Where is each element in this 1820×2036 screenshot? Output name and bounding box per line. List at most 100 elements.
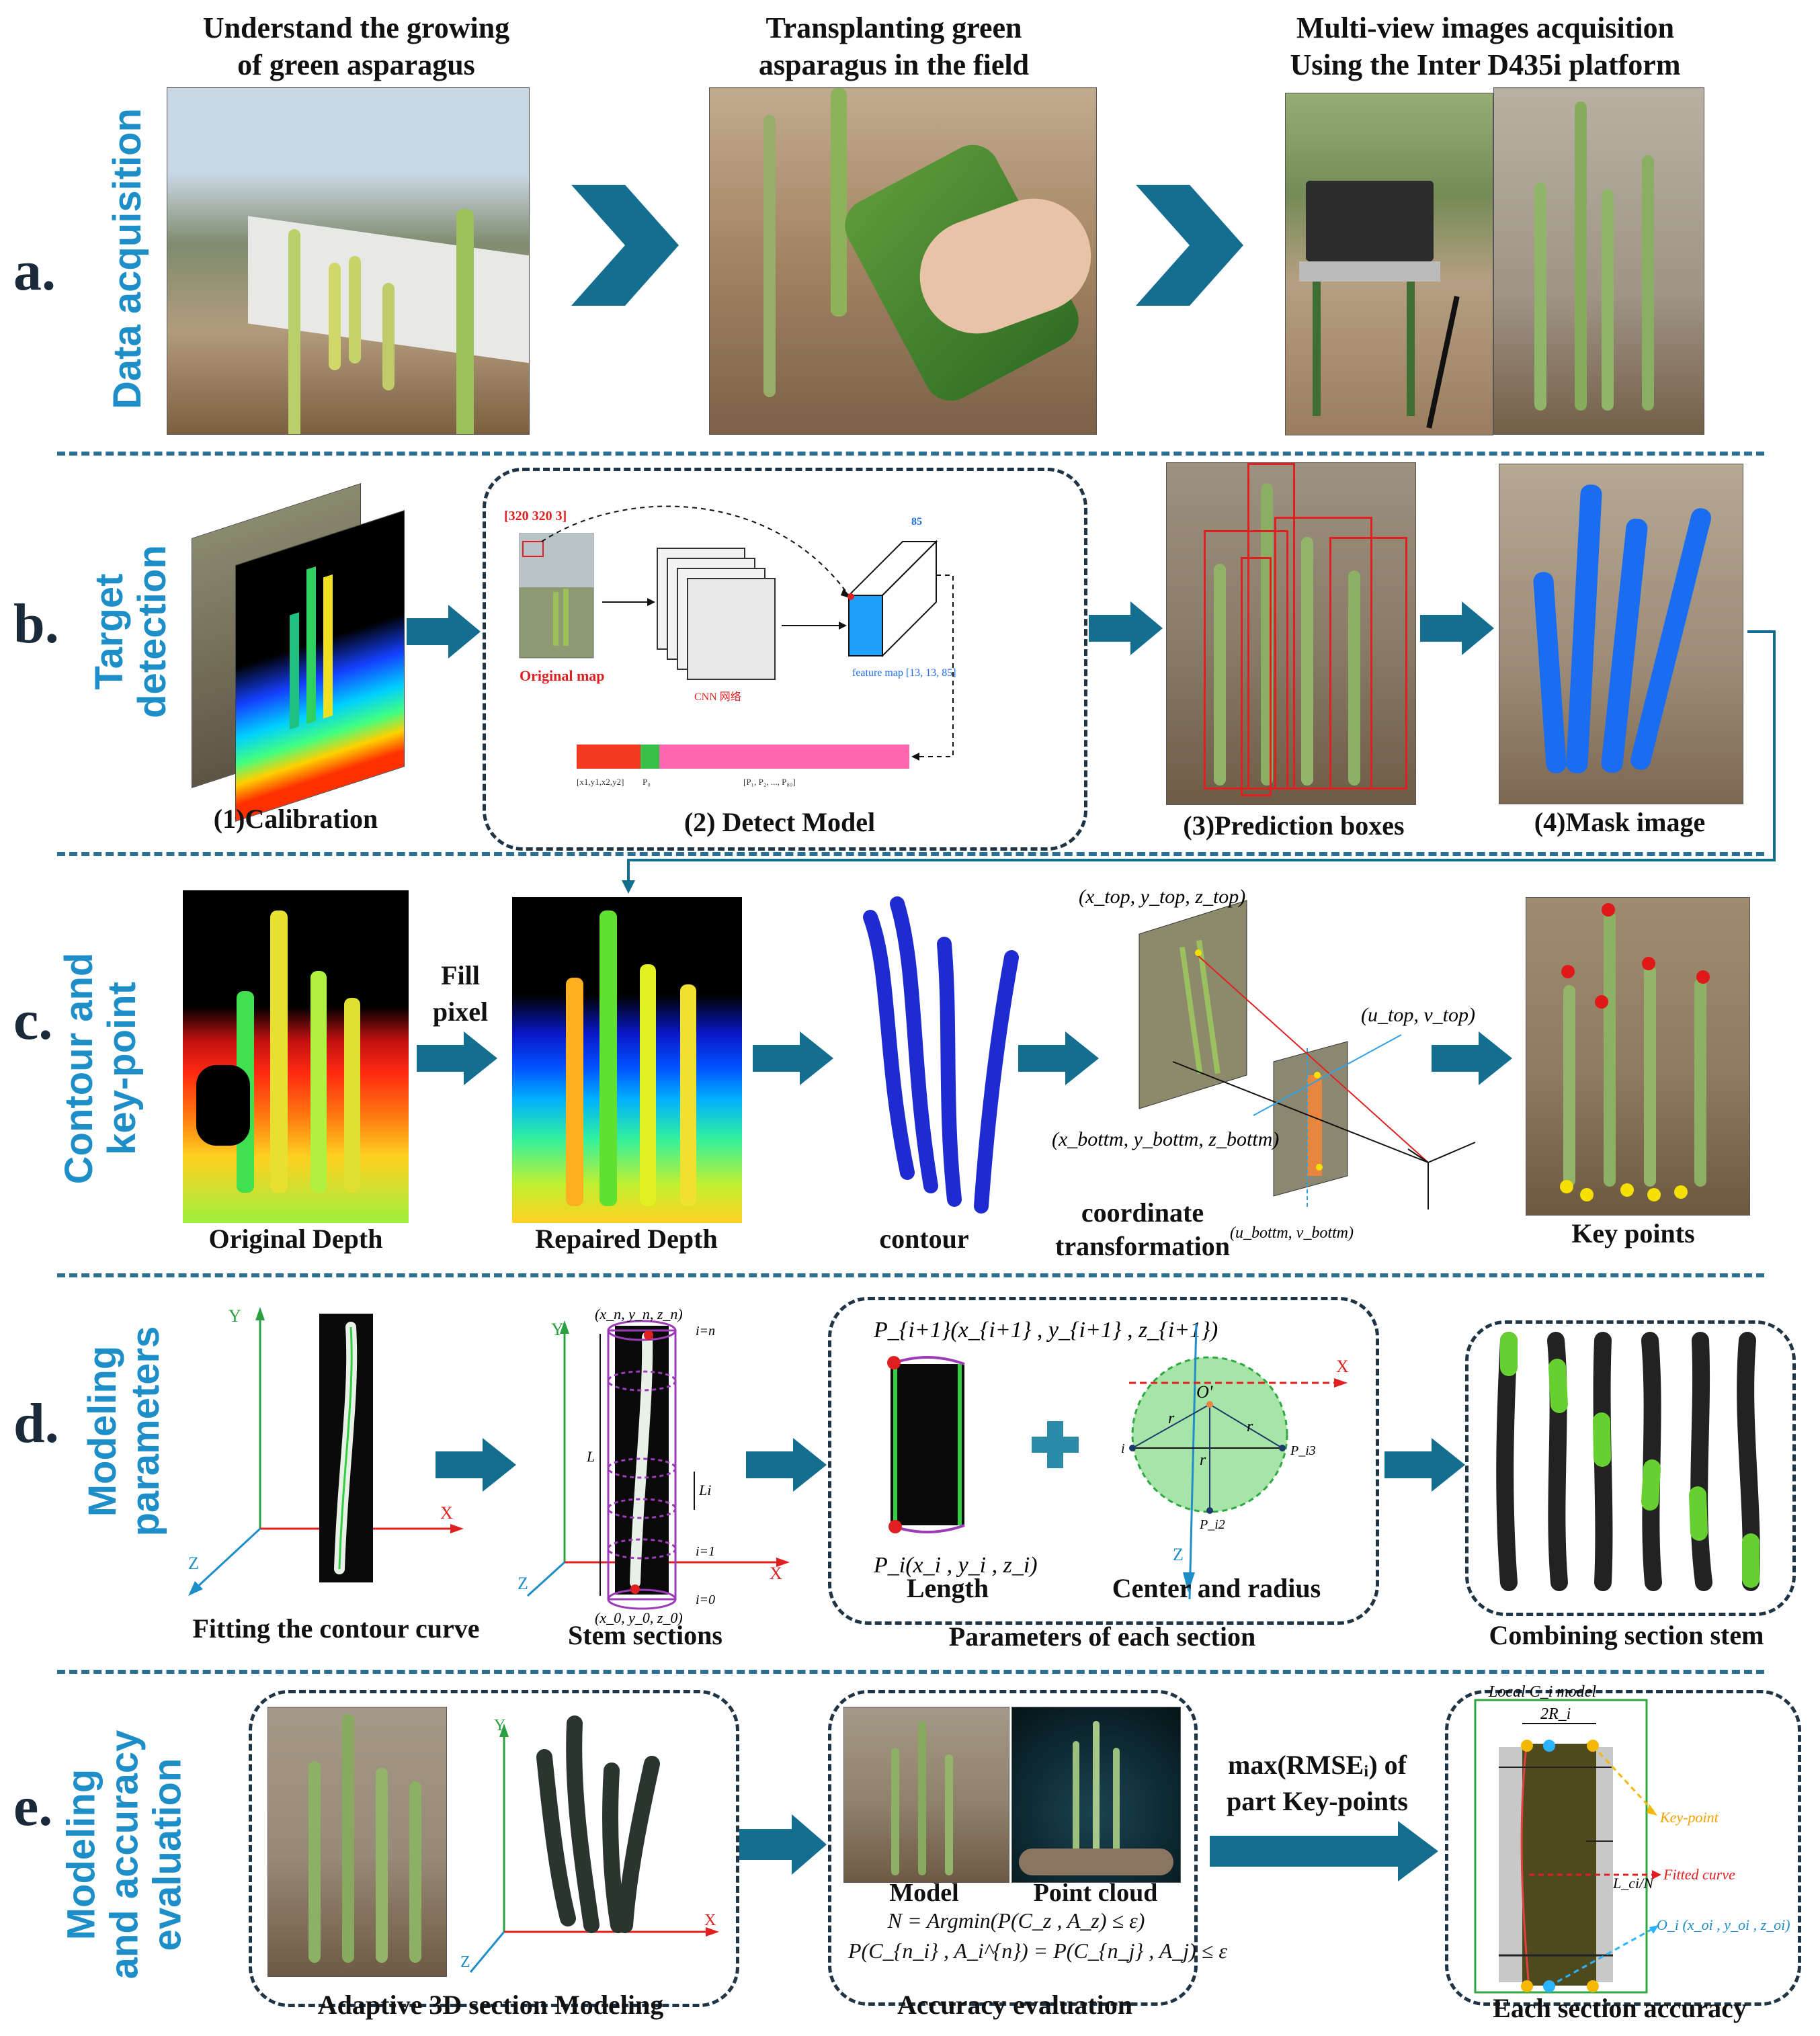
stem-sections-diagram: (x_n, y_n, z_n) (x_0, y_0, z_0) i=n i=1 …: [518, 1306, 790, 1626]
r-label: r: [1200, 1451, 1206, 1469]
detect-model-caption: (2) Detect Model: [684, 807, 876, 837]
row-e-letter: e.: [13, 1775, 53, 1838]
key-points-caption: Key points: [1571, 1218, 1695, 1248]
field-asparagus-photo: [167, 87, 530, 435]
row-separator: [57, 852, 1764, 856]
vector-box-label: [x1,y1,x2,y2]: [577, 777, 624, 787]
length-caption: Length: [906, 1573, 989, 1603]
contour-caption: contour: [879, 1224, 969, 1254]
fitted-curve-legend: Fitted curve: [1663, 1866, 1735, 1883]
arrow-right-icon: [417, 1031, 497, 1085]
p-i-label: P_i(x_i , y_i , z_i): [873, 1553, 1038, 1578]
top-3d-label: (x_top, y_top, z_top): [1079, 886, 1245, 908]
cnn-label: CNN 网络: [694, 690, 741, 703]
mask-image-caption: (4)Mask image: [1534, 807, 1706, 837]
combining-box: [1465, 1320, 1796, 1616]
arrow-right-icon: [407, 605, 481, 659]
model-caption: Model: [889, 1879, 959, 1907]
row-d-letter: d.: [13, 1392, 59, 1455]
arrow-right-icon: [739, 1814, 827, 1875]
bottom-2d-label: (u_bottm, v_bottm): [1230, 1224, 1354, 1242]
pi1-label: i: [1121, 1441, 1125, 1456]
formula-2: P(C_{n_i} , A_i^{n}) = P(C_{n_j} , A_j) …: [848, 1939, 1227, 1963]
arrow-right-icon: [1018, 1031, 1099, 1085]
arrow-right-icon: [1432, 1031, 1512, 1085]
combining-caption: Combining section stem: [1489, 1620, 1764, 1650]
Li-label: Li: [698, 1482, 711, 1498]
axis-x-label: X: [770, 1564, 782, 1583]
parameters-box: [828, 1297, 1379, 1625]
contour-image: [863, 896, 1019, 1214]
width-label: 2R_i: [1540, 1705, 1571, 1723]
arrow-right-icon: [1089, 601, 1163, 655]
adaptive-modeling-box: [249, 1690, 739, 2007]
adaptive-modeling-photo: [267, 1707, 447, 1977]
model-photo: [843, 1707, 1009, 1883]
section-accuracy-caption: Each section accuracy: [1493, 1993, 1747, 2023]
original-depth-caption: Original Depth: [208, 1224, 383, 1254]
coordinate-transformation-diagram: (x_top, y_top, z_top) (x_bottm, y_bottm,…: [1052, 886, 1476, 1242]
point-cloud-image: [1011, 1707, 1181, 1883]
axis-y-label: Y: [494, 1717, 505, 1734]
original-map-label: Original map: [520, 667, 605, 684]
row-c-letter: c.: [13, 989, 53, 1052]
row-separator: [57, 1273, 1764, 1277]
axis-x-label: X: [1336, 1357, 1349, 1376]
p-next-label: P_{i+1}(x_{i+1} , y_{i+1} , z_{i+1}): [873, 1318, 1218, 1343]
combined-stems-diagram: [1496, 1332, 1760, 1591]
adaptive-modeling-caption: Adaptive 3D section Modeling: [317, 1990, 664, 2020]
calibration-caption: (1)Calibration: [213, 804, 378, 834]
i1-label: i=1: [696, 1544, 715, 1559]
axis-z-label: Z: [518, 1574, 528, 1593]
asparagus-closeup-photo: [1493, 87, 1704, 435]
input-size-label: [320 320 3]: [504, 509, 567, 523]
pn-label: (x_n, y_n, z_n): [595, 1306, 683, 1322]
camera-platform-photo: [1285, 93, 1493, 435]
axis-x-label: X: [704, 1912, 716, 1929]
arrow-right-icon: [1420, 601, 1494, 655]
arrow-right-icon: [746, 1438, 827, 1492]
row-a-letter: a.: [13, 240, 56, 302]
formula-1: N = Argmin(P(C_z , A_z) ≤ ε): [887, 1908, 1145, 1933]
row-separator: [57, 452, 1764, 456]
fitting-contour-diagram: Y X Z: [188, 1306, 464, 1596]
repaired-depth-image: [512, 897, 742, 1223]
bottom-3d-label: (x_bottm, y_bottm, z_bottm): [1052, 1128, 1279, 1150]
o-prime-label: O': [1196, 1382, 1213, 1402]
length-label: L_ci/N: [1612, 1875, 1654, 1892]
vector-classes-label: [P₁, P₂, ..., P₈₀]: [743, 777, 796, 787]
connector-line: [622, 630, 1776, 894]
axis-y-label: Y: [229, 1306, 241, 1326]
point-cloud-caption: Point cloud: [1033, 1879, 1158, 1907]
feature-map-label: feature map [13, 13, 85]: [852, 667, 956, 679]
pi3-label: P_i3: [1290, 1443, 1316, 1458]
accuracy-evaluation-box: [828, 1690, 1198, 2006]
repaired-depth-caption: Repaired Depth: [535, 1224, 718, 1254]
adaptive-model-3d: Y X Z: [460, 1715, 719, 1973]
local-model-title: Local C_i model: [1488, 1683, 1596, 1701]
vector-p0-label: P₀: [643, 777, 651, 787]
section-accuracy-diagram: Local C_i model 2R_i L_ci/N Key-point Fi…: [1474, 1683, 1790, 1994]
axis-z-label: Z: [188, 1554, 199, 1573]
p0-label: (x_0, y_0, z_0): [595, 1609, 683, 1626]
axis-z-label: Z: [460, 1953, 470, 1971]
detect-model-box: [483, 468, 1087, 851]
accuracy-evaluation-caption: Accuracy evaluation: [897, 1990, 1132, 2020]
depth-label: 85: [911, 516, 922, 527]
row-b-letter: b.: [13, 593, 59, 655]
row-a-side-label: Data acquisition: [106, 108, 150, 409]
parameters-diagram: P_{i+1}(x_{i+1} , y_{i+1} , z_{i+1}) P_i…: [873, 1318, 1349, 1600]
stem-sections-caption: Stem sections: [568, 1620, 722, 1650]
axis-x-label: X: [440, 1503, 453, 1523]
key-point-legend: Key-point: [1659, 1809, 1719, 1826]
center-legend: O_i (x_oi , y_oi , z_oi): [1657, 1916, 1790, 1933]
